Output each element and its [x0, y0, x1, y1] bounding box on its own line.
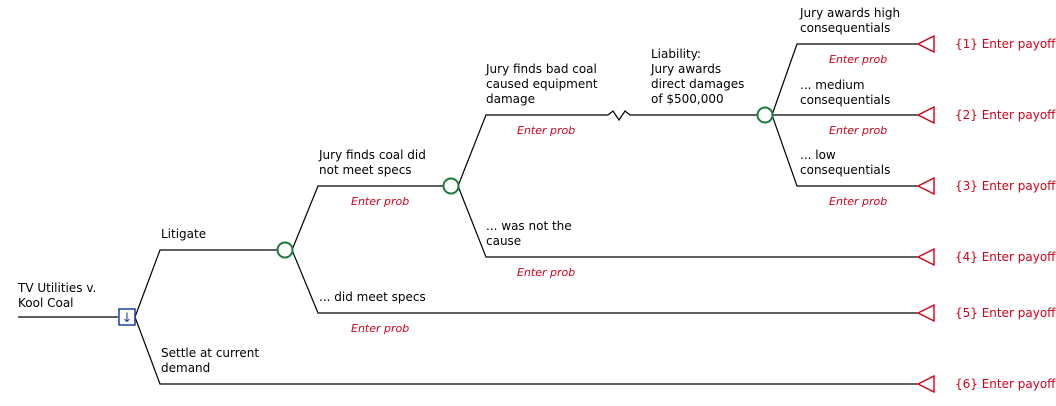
branch-label-bad-coal: Jury finds bad coal caused equipment dam… [486, 62, 598, 106]
payoff-1[interactable]: {1} Enter payoff [955, 37, 1056, 51]
terminal-node-2[interactable] [916, 105, 935, 125]
terminal-node-6[interactable] [916, 374, 935, 394]
decision-node[interactable] [118, 308, 136, 326]
down-arrow-icon: ↓ [122, 311, 133, 326]
terminal-node-4[interactable] [916, 247, 935, 267]
branch-label-low: ... low consequentials [800, 148, 891, 177]
terminal-node-5[interactable] [916, 303, 935, 323]
coal-meet-branch-line[interactable] [291, 249, 918, 314]
not-cause-branch-line[interactable] [457, 185, 918, 258]
branch-label-coal-meet: ... did meet specs [319, 290, 426, 304]
branch-label-settle: Settle at current demand [161, 346, 260, 375]
branch-label-litigate: Litigate [161, 227, 207, 241]
coal-not-meet-branch-line[interactable] [291, 185, 444, 251]
liability-break-line [607, 110, 758, 122]
root-label: TV Utilities v. Kool Coal [18, 281, 97, 310]
prob-input-coal-not-meet[interactable]: Enter prob [351, 195, 410, 208]
prob-input-high[interactable]: Enter prob [829, 53, 888, 66]
payoff-4[interactable]: {4} Enter payoff [955, 250, 1056, 264]
terminal-node-3[interactable] [916, 176, 935, 196]
payoff-3[interactable]: {3} Enter payoff [955, 179, 1056, 193]
settle-branch-line[interactable] [134, 316, 918, 385]
liability-label: Liability: Jury awards direct damages of… [651, 47, 745, 106]
bad-coal-branch-line[interactable] [457, 114, 608, 187]
payoff-2[interactable]: {2} Enter payoff [955, 108, 1056, 122]
chance-node-litigate[interactable] [276, 241, 294, 259]
branch-label-not-cause: ... was not the cause [486, 219, 572, 248]
payoff-5[interactable]: {5} Enter payoff [955, 306, 1056, 320]
low-branch-line[interactable] [771, 114, 918, 187]
chance-node-specs[interactable] [442, 177, 460, 195]
prob-input-medium[interactable]: Enter prob [829, 124, 888, 137]
branch-label-medium: ... medium consequentials [800, 78, 891, 107]
terminal-node-1[interactable] [916, 34, 935, 54]
litigate-branch-line[interactable] [134, 249, 278, 318]
payoff-6[interactable]: {6} Enter payoff [955, 377, 1056, 391]
chance-node-consequentials[interactable] [756, 106, 774, 124]
branch-label-coal-not-meet: Jury finds coal did not meet specs [319, 148, 426, 177]
prob-input-bad-coal[interactable]: Enter prob [517, 124, 576, 137]
prob-input-not-cause[interactable]: Enter prob [517, 266, 576, 279]
high-branch-line[interactable] [771, 43, 918, 116]
prob-input-low[interactable]: Enter prob [829, 195, 888, 208]
prob-input-coal-meet[interactable]: Enter prob [351, 322, 410, 335]
branch-label-high: Jury awards high consequentials [800, 6, 901, 35]
